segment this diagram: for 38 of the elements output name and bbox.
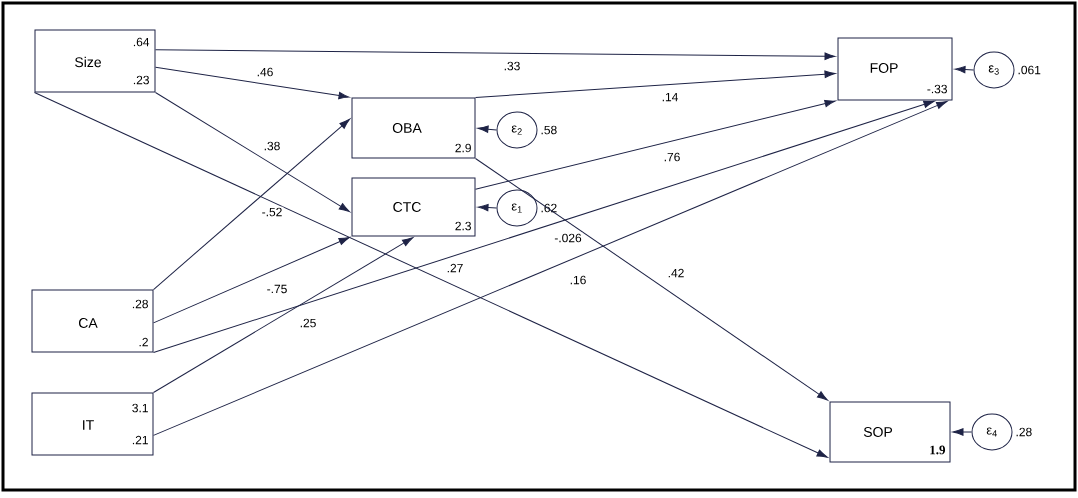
edge-label: .38: [262, 140, 282, 152]
arrow: [153, 100, 948, 436]
edge-label: .25: [298, 317, 318, 329]
variable-box: CA .28 .2: [31, 289, 154, 353]
edge-label: .76: [662, 151, 682, 163]
edge-label: .46: [255, 66, 275, 78]
variance-label: .58: [539, 124, 559, 136]
arrow: [475, 158, 828, 401]
arrow: [153, 118, 351, 290]
arrow: [477, 203, 497, 212]
arrow: [952, 428, 972, 436]
variable-box: CTC 2.3: [351, 177, 476, 237]
variable-box: FOP -.33: [837, 37, 953, 101]
edge-label: -.52: [260, 206, 284, 218]
variable-box: SOP 1.9: [829, 401, 951, 463]
edge-label: .27: [445, 262, 465, 274]
arrow: [155, 66, 350, 100]
arrow: [34, 92, 828, 458]
variable-box: IT 3.1 .21: [31, 392, 154, 456]
arrow: [477, 125, 497, 133]
arrow: [153, 100, 935, 353]
variable-box: OBA 2.9: [351, 97, 476, 159]
arrow: [155, 92, 350, 213]
variance-label: .28: [1014, 426, 1034, 438]
arrow: [153, 237, 414, 393]
arrow: [954, 65, 974, 74]
edge-label: .16: [568, 274, 588, 286]
edge-label: -.026: [553, 232, 583, 244]
edge-label: .33: [502, 60, 522, 72]
edge-label: .14: [660, 91, 680, 103]
edge-label: -.75: [265, 283, 289, 295]
variable-box: Size .64 .23: [34, 29, 156, 93]
arrow: [153, 237, 350, 324]
edge-label: .42: [666, 267, 686, 279]
arrow: [155, 49, 836, 60]
variance-label: .061: [1016, 64, 1042, 76]
arrow: [475, 99, 836, 190]
arrow: [475, 70, 836, 98]
